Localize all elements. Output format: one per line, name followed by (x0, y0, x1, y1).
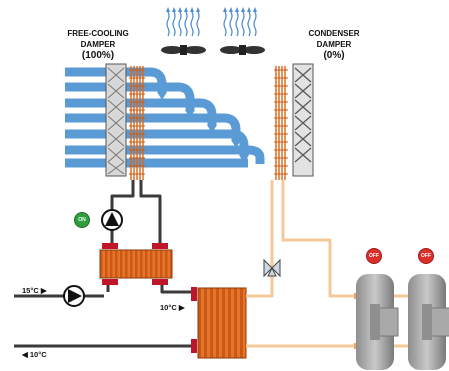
label-line: FREE-COOLING (67, 29, 129, 38)
damper-percentage: (0%) (323, 50, 345, 61)
free-cooling-damper (105, 63, 127, 177)
compressor-status-badge: OFF (366, 248, 382, 264)
glycol-pipes (14, 180, 194, 348)
free-cooling-coil (129, 66, 145, 180)
refrigerant-pipes (246, 180, 408, 348)
valve-icon (263, 258, 281, 278)
airflow-arrows-icon (166, 11, 257, 37)
condenser-damper (292, 63, 314, 177)
fan-icon (161, 45, 206, 55)
intermediate-temperature: 10°C ▶ (160, 303, 185, 312)
pump-icon (101, 209, 123, 231)
water-out-temperature: ◀ 10°C (22, 350, 47, 359)
compressor-icon (408, 274, 449, 370)
water-in-temperature: 15°C ▶ (22, 286, 47, 295)
fan-icon (220, 45, 265, 55)
label-line: CONDENSER (308, 29, 360, 38)
label-line: DAMPER (316, 40, 352, 49)
condenser-damper-label: CONDENSER DAMPER (0%) (294, 28, 374, 62)
heat-exchanger-icon (197, 287, 247, 359)
compressor-status-badge: OFF (418, 248, 434, 264)
airflow-arrows-icon (65, 67, 265, 168)
pump-icon (63, 285, 85, 307)
pump-status-badge: ON (74, 212, 90, 228)
label-line: DAMPER (80, 40, 116, 49)
damper-percentage: (100%) (81, 50, 115, 61)
condenser-coil (274, 66, 288, 180)
compressor-icon (356, 274, 399, 370)
heat-exchanger-icon (99, 249, 173, 279)
free-cooling-damper-label: FREE-COOLING DAMPER (100%) (58, 28, 138, 62)
